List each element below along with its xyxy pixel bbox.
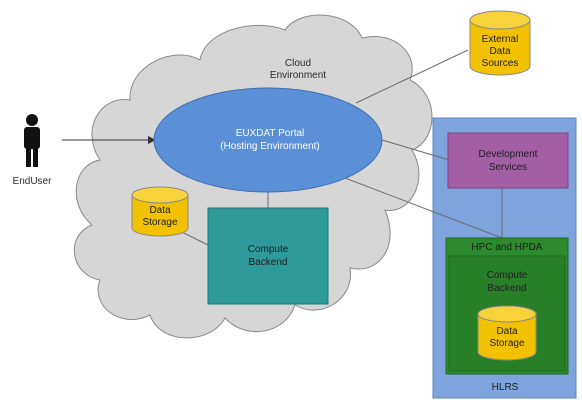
data-storage-left-line-2: Storage (142, 217, 177, 228)
data-storage-right-line-1: Data (496, 326, 518, 337)
hlrs-label: HLRS (492, 382, 519, 393)
connector-portal-hpc (344, 177, 503, 239)
dev-services-line-2: Services (489, 162, 527, 173)
development-services: Development Services (447, 132, 569, 189)
hpc-label: HPC and HPDA (471, 242, 542, 253)
portal-label-line-1: EUXDAT Portal (236, 128, 305, 139)
person-icon (24, 114, 40, 167)
data-storage-right: Data Storage (477, 305, 537, 361)
dev-services-line-1: Development (479, 149, 538, 160)
compute-backend-left-line-2: Backend (249, 257, 288, 268)
connector-portal-devservices (381, 139, 457, 163)
cloud-label-line-2: Environment (270, 70, 326, 81)
cloud-label-line-1: Cloud (285, 58, 311, 69)
compute-backend-right-line-2: Backend (488, 283, 527, 294)
enduser: EndUser (13, 114, 53, 187)
euxdat-portal: EUXDAT Portal (Hosting Environment) (153, 87, 383, 193)
connector-portal-external (355, 49, 469, 104)
external-data-sources: External Data Sources (469, 10, 531, 76)
external-label-line-3: Sources (482, 58, 519, 69)
external-label-line-2: Data (489, 46, 511, 57)
hpc-hpda: HPC and HPDA Compute Backend Data Storag… (445, 237, 569, 375)
data-storage-left: Data Storage (131, 186, 189, 237)
enduser-label: EndUser (13, 176, 53, 187)
compute-backend-left-line-1: Compute (248, 244, 289, 255)
data-storage-right-line-2: Storage (489, 338, 524, 349)
data-storage-left-line-1: Data (149, 205, 171, 216)
external-label-line-1: External (482, 34, 519, 45)
compute-backend-right-line-1: Compute (487, 270, 528, 281)
compute-backend-left: Compute Backend (207, 207, 329, 305)
portal-label-line-2: (Hosting Environment) (220, 141, 319, 152)
connectors (62, 49, 503, 246)
